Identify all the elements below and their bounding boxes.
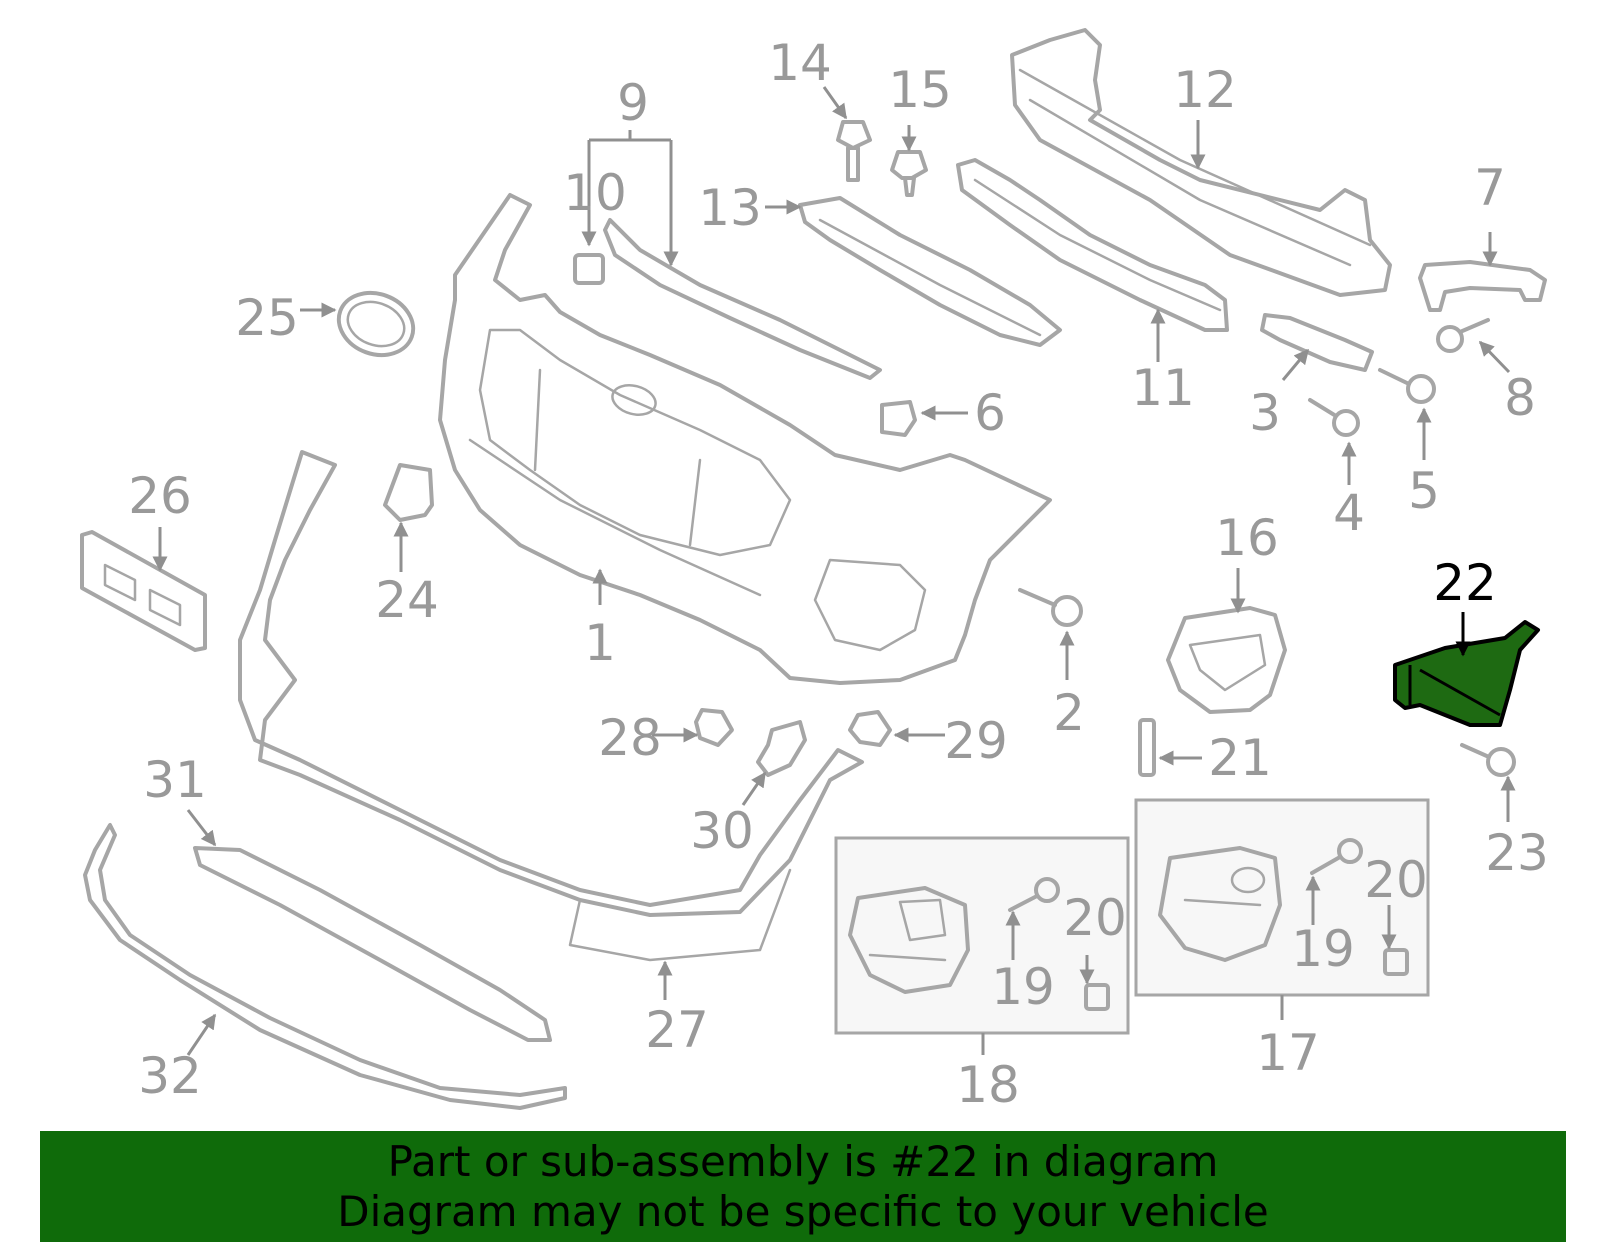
- callout-9: 9: [617, 74, 649, 132]
- callout-22: 22: [1433, 554, 1497, 612]
- callout-1: 1: [584, 614, 616, 672]
- part-13-upper-bracket: [798, 196, 1062, 347]
- part-9-molding-strip: [603, 218, 882, 380]
- callout-20a: 20: [1063, 889, 1127, 947]
- callout-numbers: 1 2 3 4 5 6 7 8 9 10 11 12 13 14 15 16 1…: [128, 34, 1549, 1114]
- part-26-license-bracket: [80, 530, 207, 652]
- callout-8: 8: [1504, 369, 1536, 427]
- callout-18: 18: [956, 1056, 1020, 1114]
- banner-line-disclaimer: Diagram may not be specific to your vehi…: [337, 1186, 1269, 1236]
- info-banner: Part or sub-assembly is #22 in diagram D…: [40, 1131, 1566, 1242]
- part-2-screw: [1018, 588, 1083, 627]
- part-15-push-pin: [890, 150, 928, 197]
- callout-28: 28: [598, 709, 662, 767]
- callout-21: 21: [1208, 729, 1272, 787]
- callout-25: 25: [235, 289, 299, 347]
- part-30-bracket: [756, 720, 807, 777]
- sub-assembly-18-box: [834, 836, 1130, 1035]
- callout-20b: 20: [1364, 851, 1428, 909]
- part-31-strip: [193, 846, 552, 1042]
- callout-32: 32: [138, 1047, 202, 1105]
- part-4-bolt: [1308, 398, 1360, 437]
- callout-29: 29: [944, 712, 1008, 770]
- part-29-clip: [848, 710, 892, 747]
- banner-line-part-number: Part or sub-assembly is #22 in diagram: [387, 1136, 1219, 1186]
- part-24-side-bracket: [383, 463, 434, 522]
- callout-3: 3: [1249, 384, 1281, 442]
- callout-10: 10: [563, 164, 627, 222]
- part-22-highlighted-bracket: [1393, 620, 1540, 727]
- callout-11: 11: [1131, 359, 1195, 417]
- callout-6: 6: [974, 384, 1006, 442]
- part-7-bracket: [1418, 260, 1547, 312]
- part-23-screw: [1460, 743, 1516, 777]
- callout-16: 16: [1215, 509, 1279, 567]
- callout-4: 4: [1333, 484, 1365, 542]
- part-5-screw: [1378, 368, 1436, 404]
- callout-5: 5: [1408, 462, 1440, 520]
- part-8-bolt: [1436, 318, 1490, 353]
- part-11-energy-absorber: [956, 158, 1229, 332]
- callout-19a: 19: [991, 958, 1055, 1016]
- callout-26: 26: [128, 467, 192, 525]
- callout-19b: 19: [1291, 920, 1355, 978]
- part-3-bracket: [1260, 313, 1374, 372]
- callout-30: 30: [690, 802, 754, 860]
- callout-15: 15: [888, 61, 952, 119]
- part-21-strip: [1138, 718, 1156, 777]
- callout-12: 12: [1173, 61, 1237, 119]
- part-16-fog-cover: [1166, 606, 1287, 714]
- callout-2: 2: [1053, 684, 1085, 742]
- callout-31: 31: [143, 751, 207, 809]
- part-28-clip: [694, 708, 734, 747]
- part-1-bumper-cover: [438, 193, 1052, 685]
- callout-23: 23: [1485, 824, 1549, 882]
- part-6-clip: [880, 400, 917, 437]
- part-10-clip: [573, 253, 605, 285]
- callout-7: 7: [1474, 159, 1506, 217]
- part-25-emblem: [336, 290, 416, 358]
- callout-27: 27: [645, 1001, 709, 1059]
- leader-lines: [152, 86, 1516, 1056]
- part-12-reinforcement-beam: [1010, 28, 1392, 297]
- part-27-lower-lip: [238, 450, 864, 962]
- callout-14: 14: [768, 34, 832, 92]
- part-32-spoiler: [83, 823, 567, 1110]
- callout-17: 17: [1256, 1024, 1320, 1082]
- callout-13: 13: [698, 179, 762, 237]
- callout-24: 24: [375, 571, 439, 629]
- part-14-bolt: [836, 120, 872, 182]
